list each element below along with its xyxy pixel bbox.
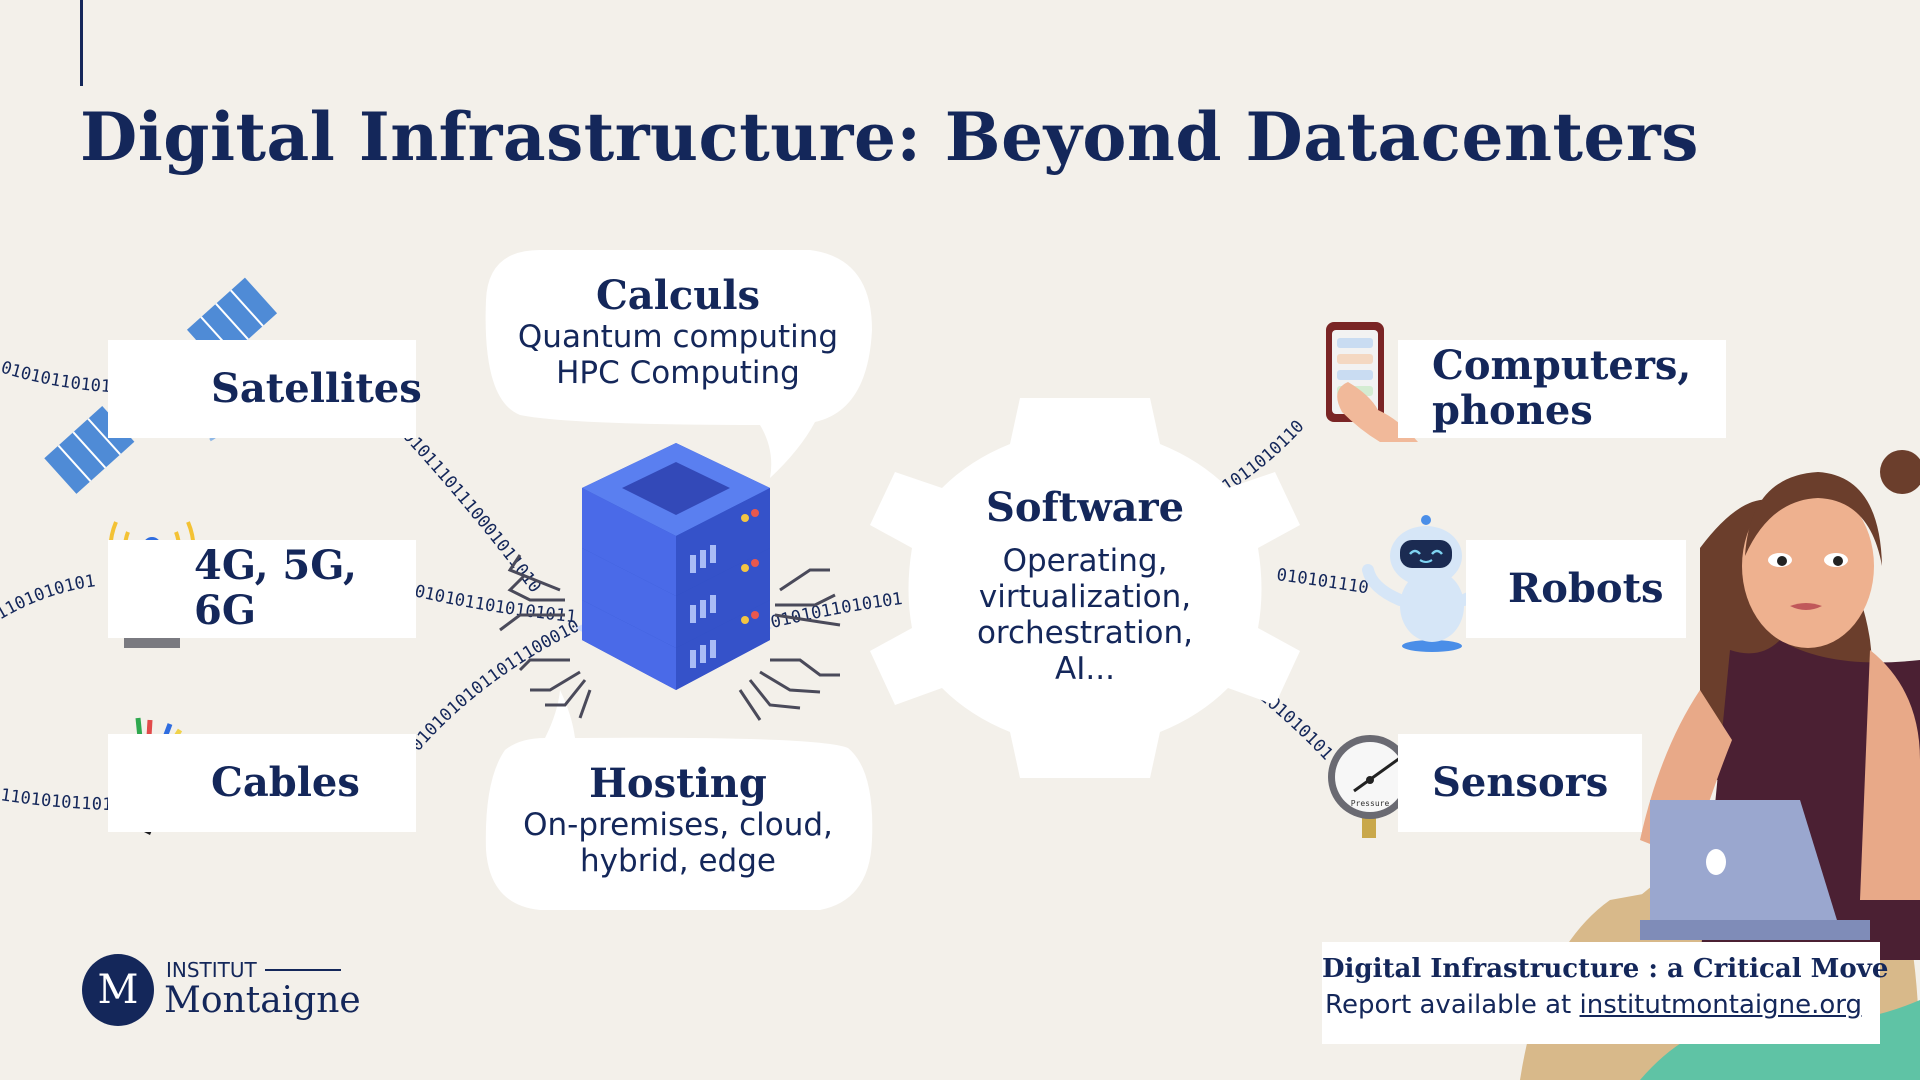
server-stack-icon — [575, 443, 772, 690]
software-line-2: virtualization, — [978, 579, 1192, 615]
binary-stream-robots: 010101110 — [1275, 565, 1370, 598]
robots-label: Robots — [1508, 564, 1664, 612]
report-link[interactable]: institutmontaigne.org — [1579, 990, 1862, 1020]
hosting-heading: Hosting — [589, 760, 767, 807]
cables-label: Cables — [211, 758, 360, 806]
gauge-label: Pressure — [1351, 799, 1390, 808]
mobile-networks-label-box: 4G, 5G, 6G — [108, 540, 416, 638]
mobile-networks-label: 4G, 5G, 6G — [194, 542, 357, 634]
binary-stream-mobile-left: 1101010101 — [0, 571, 97, 624]
report-line: Report available at institutmontaigne.or… — [1322, 990, 1862, 1020]
phone-in-hand-icon — [1326, 322, 1418, 442]
circuit-traces — [499, 554, 841, 721]
software-heading: Software — [985, 484, 1185, 531]
binary-stream-server-software: 0101011010101 — [769, 589, 904, 633]
report-prefix: Report available at — [1325, 990, 1580, 1020]
software-line-1: Operating, — [1002, 543, 1168, 579]
logo-bottom-text: Montaigne — [164, 980, 361, 1021]
page-title: Digital Infrastructure: Beyond Datacente… — [80, 98, 1699, 176]
cables-label-box: Cables — [108, 734, 416, 832]
computers-phones-label: Computers, phones — [1432, 342, 1692, 434]
software-line-3: orchestration, — [976, 615, 1194, 651]
hosting-line-2: hybrid, edge — [580, 843, 776, 879]
calculs-text: Calculs Quantum computing HPC Computing — [486, 272, 870, 391]
gear-icon — [870, 398, 1300, 778]
satellites-label: Satellites — [211, 364, 422, 412]
hosting-bubble — [485, 690, 873, 910]
institut-montaigne-logo: M — [82, 954, 154, 1026]
report-title: Digital Infrastructure : a Critical Move — [1322, 954, 1889, 984]
title-accent-line — [80, 0, 83, 86]
calculs-heading: Calculs — [595, 272, 761, 319]
hosting-text: Hosting On-premises, cloud, hybrid, edge — [486, 760, 870, 879]
software-line-4: AI... — [1055, 651, 1115, 687]
logo-top-text: INSTITUT — [166, 958, 341, 982]
calculs-line-1: Quantum computing — [517, 319, 839, 355]
robots-label-box: Robots — [1466, 540, 1686, 638]
software-text: Software Operating, virtualization, orch… — [900, 484, 1270, 687]
hosting-line-1: On-premises, cloud, — [523, 807, 833, 843]
binary-stream-satellites-left: 01010110101 — [0, 358, 112, 398]
sensors-label: Sensors — [1432, 758, 1609, 806]
calculs-line-2: HPC Computing — [556, 355, 800, 391]
satellites-label-box: Satellites — [108, 340, 422, 438]
computers-phones-label-box: Computers, phones — [1398, 340, 1726, 438]
calculs-bubble — [485, 250, 872, 478]
pressure-gauge-icon: Pressure — [1328, 735, 1412, 838]
sensors-label-box: Sensors — [1398, 734, 1642, 832]
robot-icon — [1362, 515, 1502, 652]
report-box: Digital Infrastructure : a Critical Move… — [1322, 942, 1889, 1044]
